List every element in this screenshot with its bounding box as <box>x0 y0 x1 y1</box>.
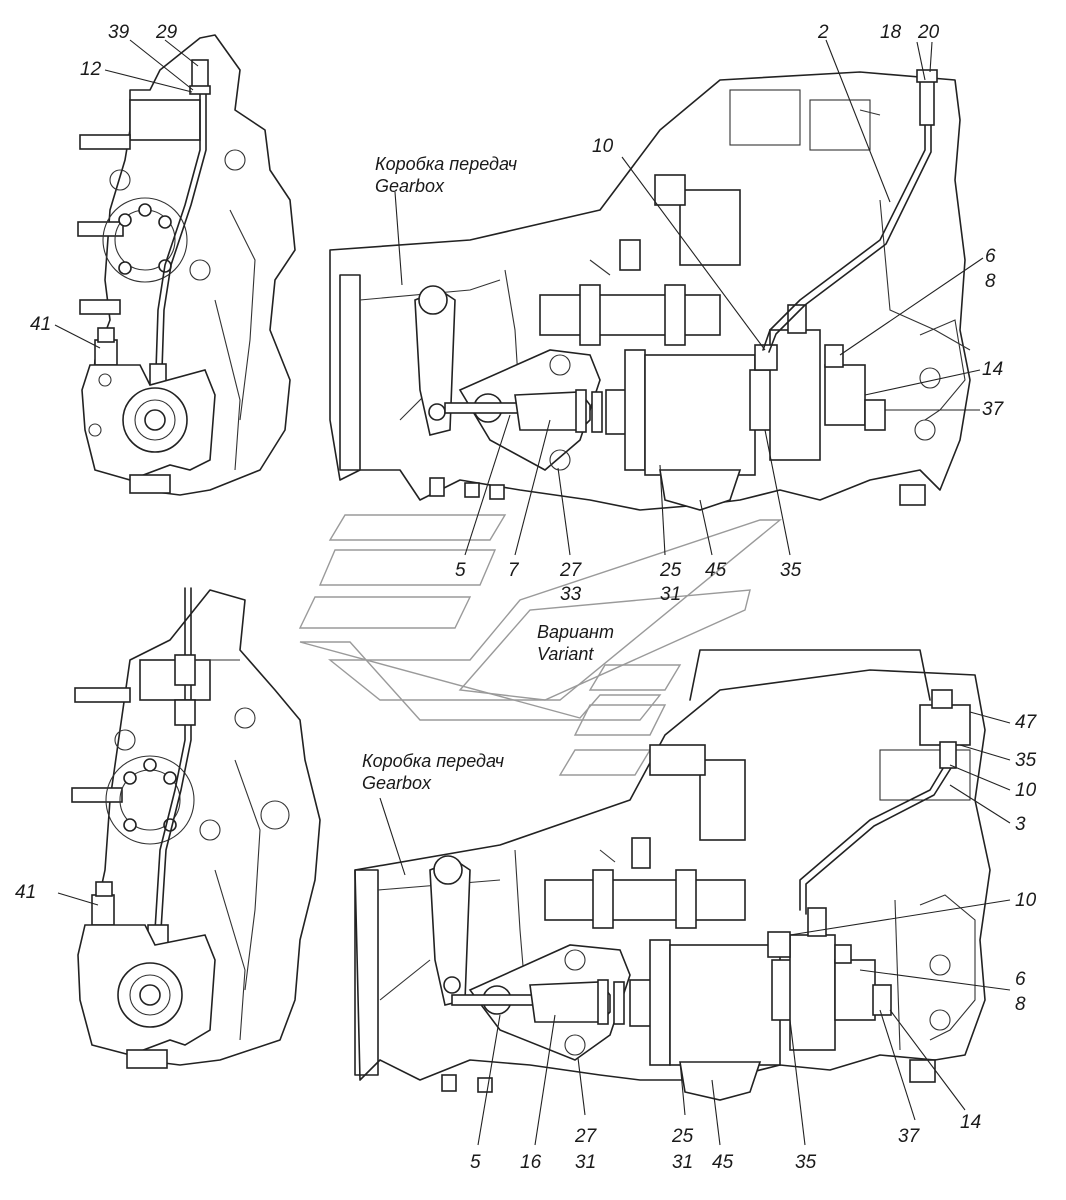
callout-label: 41 <box>15 882 36 903</box>
callout-label: 3 <box>1015 814 1026 835</box>
callout-label: 18 <box>880 22 902 43</box>
callout-label: 31 <box>672 1152 693 1173</box>
caption-variant-ru: Вариант <box>537 622 614 642</box>
callout-label: 35 <box>1015 750 1037 771</box>
captions: Коробка передач Gearbox Коробка передач … <box>362 154 614 793</box>
callout-label: 14 <box>982 359 1003 380</box>
callout-label: 8 <box>985 271 996 292</box>
callout-label: 6 <box>985 246 996 267</box>
callout-label: 31 <box>660 584 681 605</box>
callout-label: 35 <box>780 560 802 581</box>
caption-gearbox-bottom-en: Gearbox <box>362 773 432 793</box>
callouts-bottom-left: 41 <box>15 882 36 903</box>
callout-label: 33 <box>560 584 582 605</box>
callouts-top-right: 2 18 20 10 6 8 14 37 5 7 27 33 25 31 45 … <box>455 22 1005 605</box>
callout-label: 7 <box>508 560 520 581</box>
callout-label: 27 <box>559 560 583 581</box>
callout-label: 41 <box>30 314 51 335</box>
callout-label: 45 <box>705 560 727 581</box>
callout-label: 45 <box>712 1152 734 1173</box>
callout-label: 12 <box>80 59 102 80</box>
caption-gearbox-bottom-ru: Коробка передач <box>362 751 504 771</box>
callout-label: 2 <box>817 22 829 43</box>
caption-gearbox-top-en: Gearbox <box>375 176 445 196</box>
callout-label: 14 <box>960 1112 981 1133</box>
callouts-top-left: 39 29 12 41 <box>30 22 178 335</box>
callout-label: 37 <box>898 1126 921 1147</box>
callout-label: 10 <box>1015 890 1037 911</box>
callout-label: 35 <box>795 1152 817 1173</box>
watermark-logo <box>298 514 782 776</box>
main-view-top <box>329 69 971 511</box>
caption-variant-en: Variant <box>537 644 594 664</box>
callout-label: 8 <box>1015 994 1026 1015</box>
leader-lines <box>54 39 1011 1146</box>
callout-label: 47 <box>1015 712 1038 733</box>
callouts-bottom-right: 47 35 10 3 10 6 8 37 14 5 16 27 31 25 31… <box>470 712 1038 1173</box>
callout-label: 25 <box>659 560 682 581</box>
callout-label: 10 <box>592 136 614 157</box>
main-view-bottom <box>354 649 991 1101</box>
callout-label: 16 <box>520 1152 542 1173</box>
side-view-top <box>77 34 296 496</box>
callout-label: 5 <box>455 560 466 581</box>
callout-label: 37 <box>982 399 1005 420</box>
callout-label: 31 <box>575 1152 596 1173</box>
callout-label: 6 <box>1015 969 1026 990</box>
callout-label: 25 <box>671 1126 694 1147</box>
callout-label: 20 <box>917 22 940 43</box>
callout-label: 10 <box>1015 780 1037 801</box>
callout-label: 29 <box>155 22 178 43</box>
callout-label: 27 <box>574 1126 598 1147</box>
callout-label: 5 <box>470 1152 481 1173</box>
callout-label: 39 <box>108 22 130 43</box>
side-view-bottom <box>71 587 321 1069</box>
caption-gearbox-top-ru: Коробка передач <box>375 154 517 174</box>
